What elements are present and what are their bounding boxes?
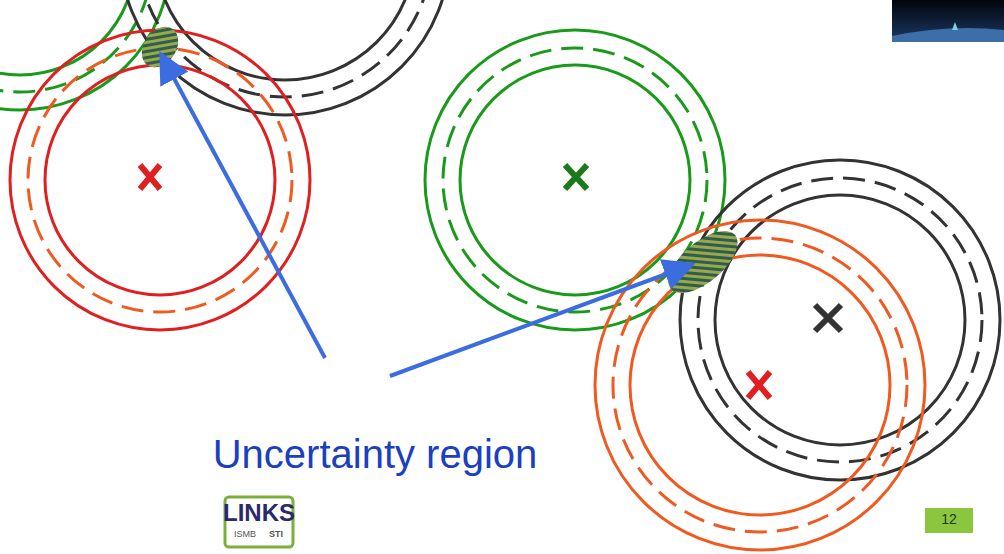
logo-text: LINKS <box>223 500 295 526</box>
region-label: Uncertainty region <box>213 432 538 476</box>
logo-subtext: STI <box>269 530 283 540</box>
page-number: 12 <box>941 512 957 527</box>
logo-subtext: ISMB <box>234 530 256 540</box>
